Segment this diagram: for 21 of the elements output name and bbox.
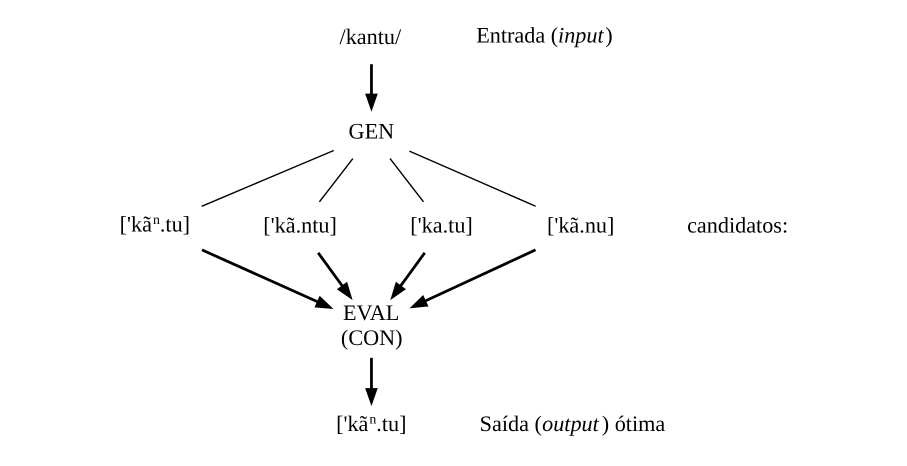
node-text: ['kã.ntu] <box>262 212 336 238</box>
node-text: ['kã$^{n}$.tu] <box>119 211 190 236</box>
label: candidatos: <box>686 212 788 238</box>
label: Saída (output) ótima <box>479 411 665 436</box>
connector <box>318 158 353 202</box>
arrow <box>200 248 334 309</box>
label: Entrada (input) <box>476 22 612 48</box>
node-text: ['ka.tu] <box>410 212 472 238</box>
node-text: ['kã$^{n}$.tu] <box>336 411 406 436</box>
node-text: GEN <box>348 118 394 144</box>
arrow <box>408 248 536 308</box>
connector <box>200 150 334 207</box>
node-text: /kantu/ <box>339 24 401 50</box>
node-text: EVAL (CON) <box>340 300 402 350</box>
arrow <box>316 252 352 300</box>
arrow <box>390 252 426 300</box>
node-text: ['kã.nu] <box>546 212 614 238</box>
connector <box>389 158 424 202</box>
arrow <box>364 64 378 112</box>
arrow <box>364 358 378 406</box>
connector <box>408 150 536 207</box>
